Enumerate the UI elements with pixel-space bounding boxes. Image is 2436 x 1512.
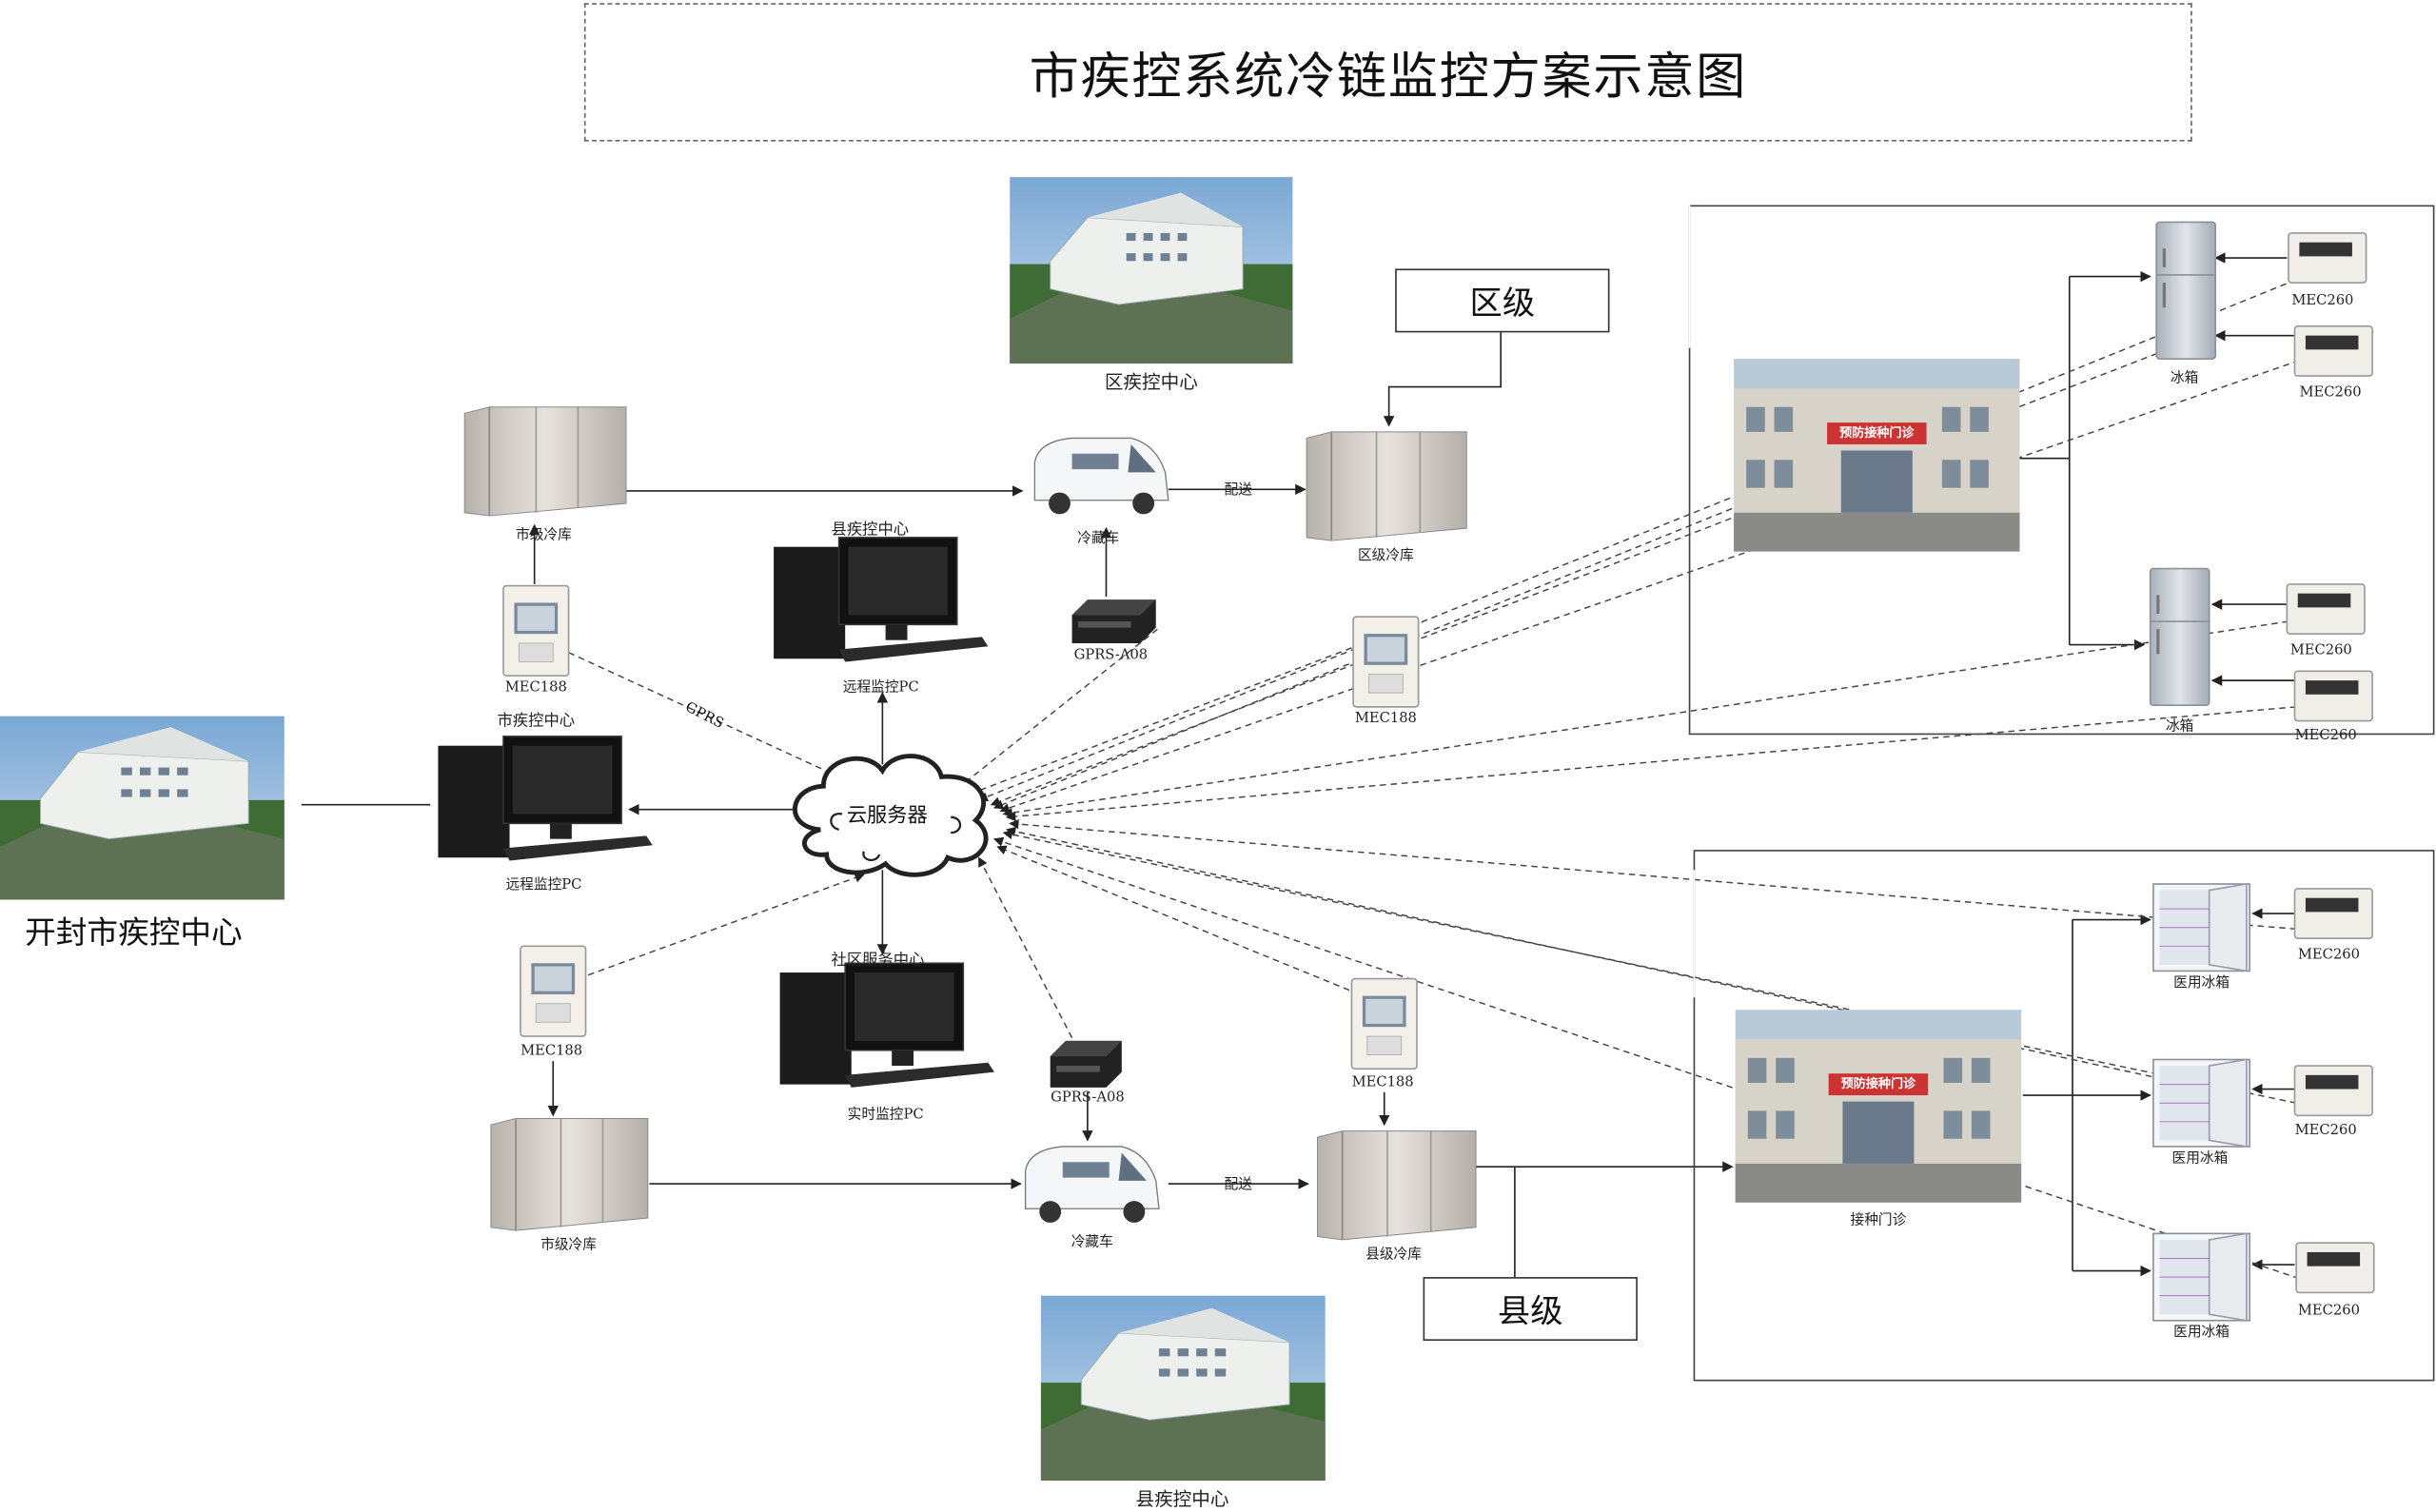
remote-pc-left-label: 远程监控PC [505,877,582,893]
vaccination-clinic-label: 接种门诊 [1850,1213,1907,1229]
diagram-title: 市疾控系统冷链监控方案示意图 [583,3,2192,142]
mec260-sensor-icon [2286,583,2366,635]
mec188-county-label: MEC188 [1351,1074,1414,1091]
medical-fridge-label-1: 医用冰箱 [2173,975,2230,992]
district-group-frame [1688,205,2435,736]
cold-store-icon [490,1118,649,1231]
fridge-label-1: 冰箱 [2170,371,2199,387]
reefer-top-label: 冷藏车 [1077,531,1120,547]
gprs-device-icon [1071,599,1156,643]
building-photo-district [1010,177,1293,364]
mec188-district-label: MEC188 [1354,711,1417,728]
district-cold-store-label: 区级冷库 [1357,548,1414,564]
frame-gap [1688,205,1691,348]
mec188-city-bottom-label: MEC188 [521,1044,583,1060]
pc-icon [779,962,994,1088]
city-cdc-label: 市疾控中心 [497,713,576,731]
mec260-sensor-icon [2293,1065,2373,1117]
medical-fridge-icon [2152,1232,2250,1322]
mec260-label: MEC260 [2294,1123,2357,1139]
realtime-pc-label: 实时监控PC [847,1108,924,1124]
county-level-box: 县级 [1423,1277,1638,1342]
city-cold-store-top-label: 市级冷库 [516,528,572,544]
reefer-bottom-label: 冷藏车 [1071,1234,1113,1251]
county-cold-store-label: 县级冷库 [1365,1247,1422,1264]
medical-fridge-label-2: 医用冰箱 [2171,1150,2229,1168]
city-cold-store-bottom-label: 市级冷库 [540,1238,597,1254]
deliver-bottom-label: 配送 [1224,1177,1252,1193]
cloud-server-label: 云服务器 [846,804,928,829]
clinic-photo-bottom [1735,1010,2022,1203]
clinic-photo-top [1734,359,2020,552]
cold-store-icon [463,406,627,517]
van-icon [1033,437,1169,515]
clinic-sign-top: 预防接种门诊 [1839,423,1915,441]
mec188-city-label: MEC188 [504,680,567,697]
mec260-label: MEC260 [2291,293,2354,309]
mec260-label: MEC260 [2299,384,2362,402]
mec188-logger-icon [1350,977,1418,1070]
pc-icon [438,736,653,861]
cold-store-icon [1306,431,1467,541]
district-cdc-label: 区疾控中心 [1104,371,1198,394]
building-photo-kaifeng [0,716,285,900]
mec260-sensor-icon [2288,232,2367,284]
kaifeng-center-label: 开封市疾控中心 [25,913,243,952]
medical-fridge-icon [2152,883,2250,972]
cold-store-icon [1317,1130,1477,1241]
community-center-label: 社区服务中心 [831,952,925,970]
mec188-logger-icon [1352,616,1420,708]
mec188-logger-icon [502,584,570,677]
deliver-top-label: 配送 [1224,482,1252,500]
mec188-logger-icon [520,945,587,1037]
medical-fridge-icon [2152,1058,2250,1148]
building-photo-county [1040,1295,1326,1481]
pc-icon [774,537,989,662]
mec260-sensor-icon [2293,325,2373,377]
mec260-label: MEC260 [2297,947,2360,964]
fridge-label-2: 冰箱 [2165,718,2194,736]
van-icon [1024,1146,1160,1223]
frame-gap [1693,870,1696,998]
mec260-label: MEC260 [2297,1303,2360,1320]
medical-fridge-label-3: 医用冰箱 [2173,1325,2230,1342]
remote-pc-top-label: 远程监控PC [842,680,919,697]
mec260-label: MEC260 [2294,728,2357,745]
district-level-box: 区级 [1395,268,1610,333]
gprs-a08-bottom-label: GPRS-A08 [1051,1090,1125,1107]
gprs-a08-top-label: GPRS-A08 [1073,647,1149,664]
county-group-frame [1693,850,2435,1382]
fridge-icon [2155,221,2217,360]
fridge-icon [2149,567,2210,707]
county-cdc-top-label: 县疾控中心 [831,521,910,540]
cloud-server-icon [793,754,989,877]
mec260-sensor-icon [2293,670,2373,722]
mec260-sensor-icon [2295,1242,2375,1294]
clinic-sign-bottom: 预防接种门诊 [1840,1074,1916,1091]
gprs-device-icon [1050,1040,1122,1088]
county-cdc-bottom-label: 县疾控中心 [1135,1488,1229,1510]
mec260-label: MEC260 [2289,642,2352,659]
mec260-sensor-icon [2293,888,2373,939]
